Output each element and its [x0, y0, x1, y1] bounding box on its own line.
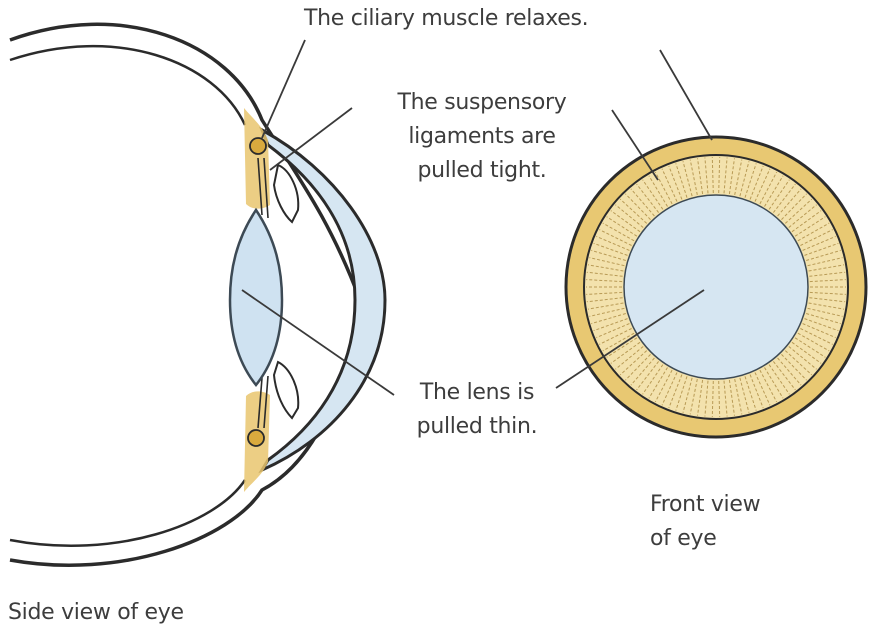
ciliary-muscle-lower: [248, 430, 264, 446]
sclera-inner-lower: [10, 480, 245, 546]
label-ciliary-muscle: The ciliary muscle relaxes.: [304, 2, 588, 36]
label-front-view: Front view of eye: [650, 488, 760, 556]
front-view-eye: [566, 137, 866, 437]
ciliary-muscle-upper: [250, 138, 266, 154]
anterior-chamber-lower: [274, 362, 298, 418]
leader-suspensory-side: [270, 108, 352, 170]
suspensory-line-3: pulled tight.: [362, 154, 602, 188]
front-view-line-2: of eye: [650, 522, 760, 556]
ciliary-muscle-text: The ciliary muscle relaxes.: [304, 2, 588, 36]
label-suspensory-ligaments: The suspensory ligaments are pulled tigh…: [362, 86, 602, 188]
lens-line-1: The lens is: [382, 376, 572, 410]
leader-ciliary-front: [660, 50, 712, 140]
lens: [230, 210, 282, 385]
label-side-view: Side view of eye: [8, 596, 184, 630]
side-view-text: Side view of eye: [8, 596, 184, 630]
leader-ciliary-side: [262, 40, 305, 138]
side-view-eye: [10, 24, 385, 565]
front-lens: [624, 195, 808, 379]
suspensory-line-1: The suspensory: [362, 86, 602, 120]
lens-line-2: pulled thin.: [382, 410, 572, 444]
label-lens: The lens is pulled thin.: [382, 376, 572, 444]
front-view-line-1: Front view: [650, 488, 760, 522]
suspensory-line-2: ligaments are: [362, 120, 602, 154]
